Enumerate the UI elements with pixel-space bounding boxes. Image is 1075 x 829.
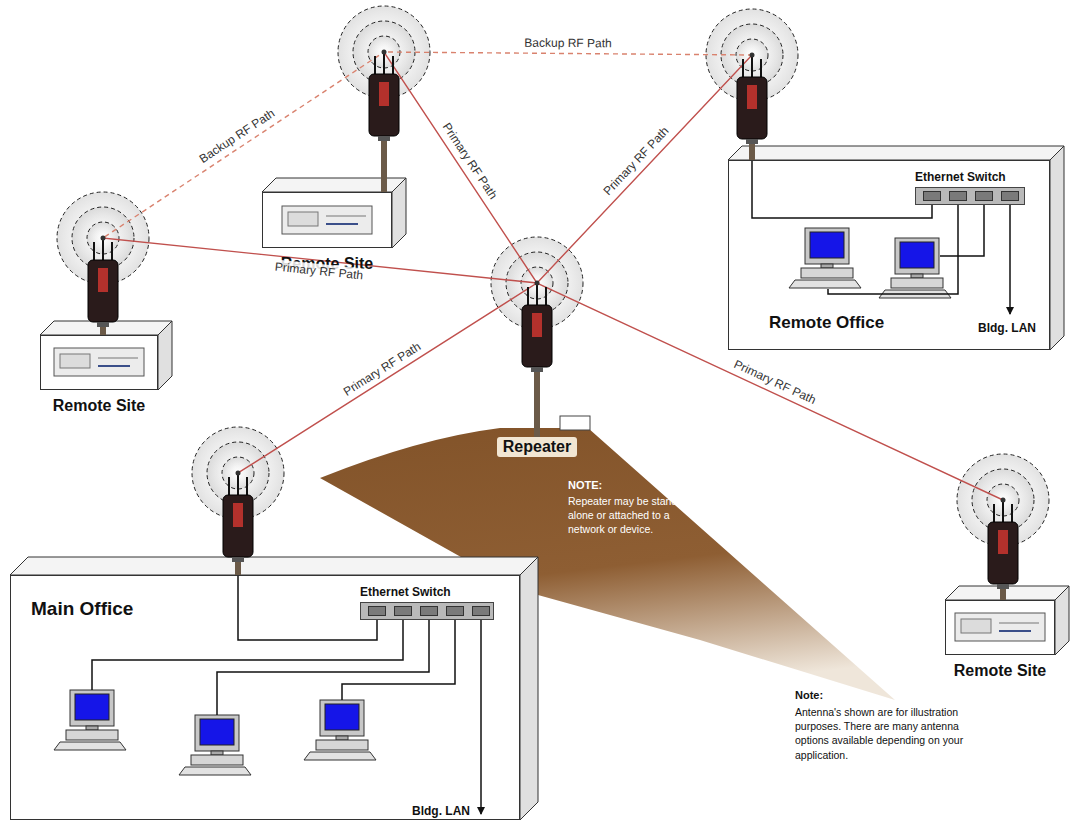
ethernet-switch: Ethernet Switch — [360, 585, 494, 620]
repeater-enclosure — [560, 416, 590, 430]
remote-site-box: Remote Site — [262, 192, 392, 248]
switch-port — [1001, 191, 1019, 201]
note-text: Antenna's shown are for illustration pur… — [795, 705, 975, 762]
note-label: Bldg. LAN — [412, 803, 470, 819]
switch-port — [420, 606, 438, 616]
primary-rf-path — [537, 55, 752, 437]
rf-path-label: Primary RF Path — [438, 119, 501, 204]
radio-unit — [369, 50, 399, 142]
computers — [54, 228, 951, 775]
primary-rf-path — [103, 238, 537, 437]
switch-label: Ethernet Switch — [915, 170, 1025, 184]
switch-port — [394, 606, 412, 616]
note-label: NOTE: — [568, 478, 602, 493]
backup-rf-path — [103, 52, 384, 335]
note-label: Bldg. LAN — [978, 320, 1036, 336]
radio-masts — [100, 141, 1006, 600]
node-title: Remote Site — [954, 662, 1046, 680]
note-label: Note: — [795, 688, 823, 703]
primary-rf-path — [238, 283, 537, 575]
switch-port — [368, 606, 386, 616]
rf-path-label: Primary RF Path — [600, 123, 674, 200]
primary-rf-path — [384, 52, 537, 437]
node-title: Remote Site — [53, 397, 145, 415]
note-text: Repeater may be stand-alone or attached … — [568, 494, 696, 537]
radio-unit — [223, 471, 253, 563]
building-faces — [10, 146, 1069, 820]
computer — [789, 228, 861, 288]
switch-port — [446, 606, 464, 616]
switch-port — [923, 191, 941, 201]
rf-path-label: Backup RF Path — [195, 105, 279, 167]
rf-coverage-rings — [57, 6, 1049, 546]
switch-label: Ethernet Switch — [360, 585, 494, 599]
computer — [54, 690, 126, 750]
switch-body — [915, 187, 1025, 205]
computer — [879, 238, 951, 298]
radio-unit — [522, 281, 552, 373]
computer — [304, 700, 376, 760]
node-title: Remote Office — [769, 313, 884, 333]
field-device — [282, 206, 372, 234]
switch-port — [472, 606, 490, 616]
repeater-node: Repeater — [497, 437, 577, 457]
switch-port — [949, 191, 967, 201]
remote-site-box: Remote Site — [945, 600, 1055, 655]
node-title: Main Office — [31, 598, 133, 620]
office-building: Main Office Ethernet Switch — [10, 575, 520, 820]
rf-path-label: Backup RF Path — [522, 35, 613, 50]
node-title: Repeater — [497, 437, 577, 457]
backup-rf-path — [384, 52, 752, 192]
rf-path-label: Primary RF Path — [339, 338, 425, 400]
radio-unit — [988, 498, 1018, 590]
switch-body — [360, 602, 494, 620]
rf-path-label: Primary RF Path — [730, 356, 820, 408]
switch-port — [975, 191, 993, 201]
field-device — [955, 613, 1045, 641]
radio-unit — [737, 53, 767, 145]
network-cables — [92, 160, 1010, 814]
ethernet-switch: Ethernet Switch — [915, 170, 1025, 205]
field-device — [54, 348, 144, 376]
primary-rf-path — [537, 283, 1003, 600]
radio-unit — [88, 236, 118, 328]
remote-site-box: Remote Site — [40, 335, 158, 390]
computer — [179, 715, 251, 775]
